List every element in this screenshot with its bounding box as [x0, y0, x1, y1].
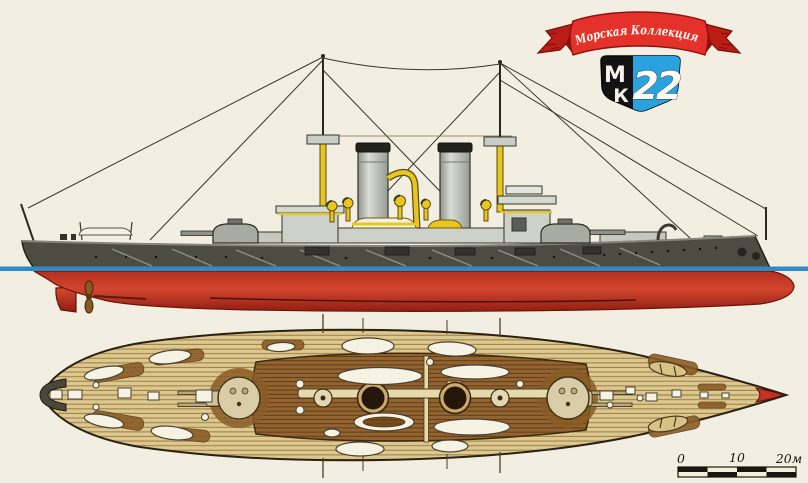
scale-label-20: 20м — [775, 451, 802, 466]
issue-badge: М К 22 — [600, 55, 684, 112]
stern-flagstaff — [20, 203, 35, 243]
banner-ribbon: Морская Коллекция — [536, 11, 742, 56]
plan-masts — [313, 314, 510, 478]
scale-bar-strip — [677, 466, 797, 478]
badge-issue-number: 22 — [633, 64, 681, 108]
grating-boat — [353, 412, 415, 432]
scale-label-0: 0 — [677, 451, 685, 466]
stern-balcony — [39, 378, 67, 412]
badge-letter-m: М — [604, 63, 626, 88]
deck-fittings — [49, 358, 730, 421]
badge-letter-k: К — [613, 85, 629, 107]
funnel-openings — [356, 381, 472, 415]
steam-pipe — [386, 168, 421, 229]
funnels — [355, 142, 473, 231]
stern-boat — [60, 221, 133, 241]
plan-boats — [83, 337, 511, 457]
ship-side-view — [0, 54, 808, 314]
cowl-ventilators — [326, 194, 492, 223]
scale-bar: 0 10 20м — [677, 450, 802, 478]
fore-turret — [540, 218, 626, 244]
deck-boats — [351, 217, 463, 229]
rigging-lines — [27, 56, 767, 241]
main-mast — [306, 54, 340, 231]
ship-plan-view — [39, 314, 790, 478]
hull-side — [21, 223, 772, 269]
scale-label-10: 10 — [729, 450, 745, 465]
waterline — [0, 266, 808, 271]
bow-tip — [754, 387, 785, 403]
aft-turret — [180, 218, 259, 244]
superstructure — [257, 185, 723, 244]
bow-davit-boats — [647, 361, 689, 433]
underwater-hull — [32, 270, 795, 314]
